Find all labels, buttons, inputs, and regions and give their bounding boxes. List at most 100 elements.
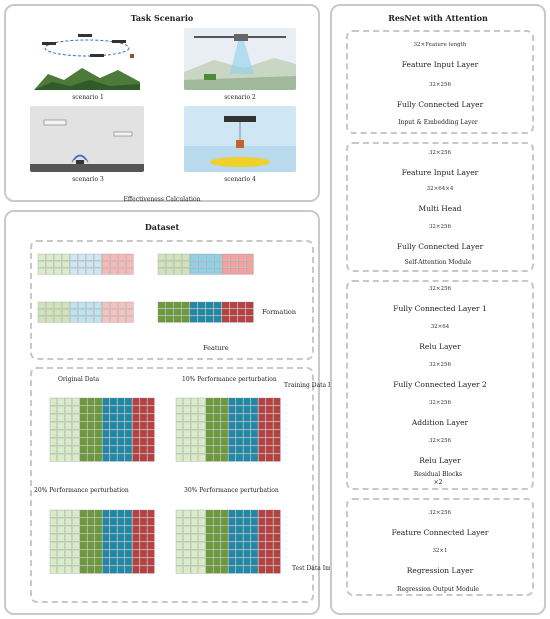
data-cell: [64, 453, 73, 462]
data-cell: [72, 421, 80, 430]
data-cell: [198, 453, 206, 462]
data-cell: [117, 445, 125, 454]
data-cell: [79, 413, 88, 422]
data-cell: [77, 308, 86, 316]
data-cell: [37, 315, 46, 323]
data-cell: [64, 405, 73, 414]
data-cell: [49, 429, 58, 438]
data-cell: [72, 549, 80, 558]
layer-dim: 32×256: [428, 286, 452, 292]
data-cell: [198, 413, 206, 422]
effectiveness-calculation-label: Effectiveness Calculation: [123, 196, 201, 203]
data-cell: [124, 509, 133, 518]
data-cell: [213, 260, 222, 268]
data-cell: [198, 549, 206, 558]
data-cell: [132, 525, 140, 534]
layer-label: Fully Connected Layer: [396, 100, 484, 109]
data-cell: [124, 437, 133, 446]
data-cell: [101, 301, 110, 309]
data-cell: [228, 549, 236, 558]
data-cell: [125, 253, 134, 261]
data-cell: [49, 413, 58, 422]
data-cell: [220, 541, 229, 550]
data-cell: [197, 267, 206, 275]
data-cell: [57, 557, 65, 566]
layer-label: Multi Head: [418, 204, 462, 213]
layer-fully-connected: 32×256 Fully Connected Layer: [362, 82, 518, 112]
data-cell: [64, 397, 73, 406]
data-cell: [175, 437, 184, 446]
data-cell: [94, 429, 103, 438]
data-cell: [85, 260, 94, 268]
scenario-1-image: [30, 28, 144, 90]
data-cell: [49, 453, 58, 462]
data-cell: [79, 541, 88, 550]
data-cell: [237, 267, 246, 275]
data-cell: [237, 315, 246, 323]
data-cell: [87, 541, 95, 550]
layer-multi-head: 32×64×4 Multi Head: [362, 186, 518, 216]
data-cell: [147, 557, 155, 566]
data-cell: [243, 405, 251, 414]
data-cell: [124, 517, 133, 526]
data-cell: [235, 509, 244, 518]
layer-dim: 32×256: [428, 82, 452, 88]
data-cell: [221, 308, 230, 316]
data-cell: [265, 541, 274, 550]
data-cell: [189, 308, 198, 316]
task-scenario-title: Task Scenario: [130, 13, 194, 23]
layer-dim: 32×64×4: [426, 186, 454, 192]
regression-output-caption: Regression Output Module: [397, 586, 479, 593]
layer-label: Feature Input Layer: [401, 168, 479, 177]
data-cell: [221, 315, 230, 323]
data-cell: [183, 525, 191, 534]
scenario-2-image: [184, 28, 296, 90]
data-cell: [265, 397, 274, 406]
data-cell: [258, 405, 266, 414]
data-cell: [175, 557, 184, 566]
data-cell: [250, 397, 259, 406]
perturbation-grids: [49, 397, 281, 574]
data-cell: [235, 429, 244, 438]
data-cell: [125, 301, 134, 309]
perturbation-box: [30, 367, 314, 603]
data-cell: [258, 397, 266, 406]
data-cell: [139, 421, 148, 430]
data-cell: [265, 453, 274, 462]
formation-feature-grids: [37, 253, 254, 323]
data-cell: [109, 565, 118, 574]
data-cell: [57, 429, 65, 438]
data-cell: [64, 525, 73, 534]
data-cell: [273, 565, 281, 574]
data-cell: [117, 517, 125, 526]
data-cell: [94, 557, 103, 566]
data-cell: [243, 525, 251, 534]
data-cell: [229, 267, 238, 275]
data-cell: [205, 557, 214, 566]
data-cell: [102, 453, 110, 462]
data-cell: [197, 253, 206, 261]
data-cell: [139, 445, 148, 454]
data-cell: [213, 429, 221, 438]
data-cell: [175, 517, 184, 526]
data-cell: [220, 533, 229, 542]
data-cell: [273, 397, 281, 406]
data-cell: [37, 253, 46, 261]
layer-dim: 32×Feature length: [413, 42, 467, 48]
data-cell: [157, 308, 166, 316]
data-cell: [258, 549, 266, 558]
data-cell: [94, 517, 103, 526]
data-cell: [250, 549, 259, 558]
data-cell: [139, 405, 148, 414]
data-cell: [197, 260, 206, 268]
data-cell: [49, 565, 58, 574]
data-cell: [147, 405, 155, 414]
data-cell: [64, 413, 73, 422]
data-cell: [69, 260, 78, 268]
data-cell: [205, 445, 214, 454]
data-cell: [243, 453, 251, 462]
residual-repeat-label: ×2: [433, 479, 443, 486]
data-cell: [57, 445, 65, 454]
data-cell: [45, 315, 54, 323]
data-cell: [132, 421, 140, 430]
